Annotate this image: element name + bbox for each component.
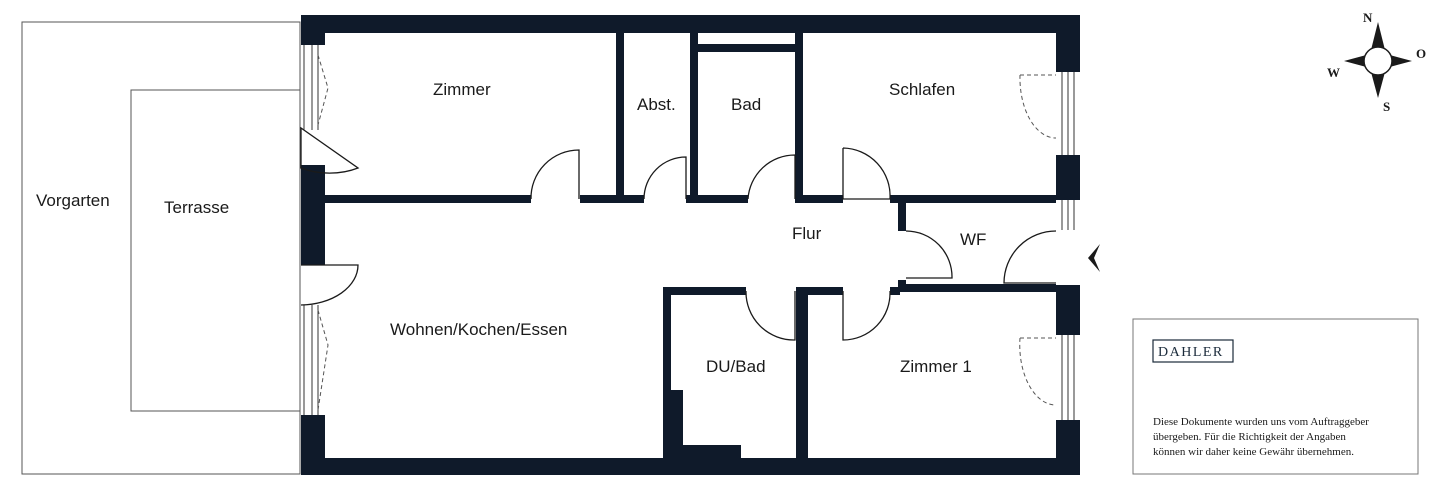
entrance-arrow-icon	[1088, 244, 1100, 272]
east-windows	[1061, 72, 1075, 420]
terrasse-area	[130, 89, 301, 412]
room-label-bad: Bad	[731, 95, 761, 114]
room-label-schlafen: Schlafen	[889, 80, 955, 99]
room-label-wohnen: Wohnen/Kochen/Essen	[390, 320, 567, 339]
room-label-du-bad: DU/Bad	[706, 357, 766, 376]
compass-o: O	[1416, 46, 1426, 61]
compass-n: N	[1363, 10, 1373, 25]
compass-w: W	[1327, 65, 1340, 80]
disclaimer-line-2: übergeben. Für die Richtigkeit der Angab…	[1153, 431, 1346, 443]
room-label-terrasse: Terrasse	[164, 198, 229, 217]
compass-s: S	[1383, 99, 1390, 114]
disclaimer-line-1: Diese Dokumente wurden uns vom Auftragge…	[1153, 416, 1369, 428]
room-label-wf: WF	[960, 230, 986, 249]
room-label-abst: Abst.	[637, 95, 676, 114]
disclaimer-box	[1132, 318, 1419, 475]
dahler-logo-text: DAHLER	[1158, 345, 1224, 360]
room-label-flur: Flur	[792, 224, 822, 243]
room-label-vorgarten: Vorgarten	[36, 191, 110, 210]
disclaimer-line-3: können wir daher keine Gewähr übernehmen…	[1153, 446, 1354, 458]
interior-walls	[325, 33, 1056, 458]
dahler-logo	[1152, 339, 1234, 363]
west-windows	[303, 45, 319, 415]
compass-rose-icon: N O S W	[1327, 10, 1426, 114]
room-label-zimmer1: Zimmer 1	[900, 357, 972, 376]
outer-walls	[301, 15, 1080, 475]
window-swings	[317, 54, 1057, 411]
door-swings	[300, 126, 1057, 341]
room-label-zimmer: Zimmer	[433, 80, 491, 99]
